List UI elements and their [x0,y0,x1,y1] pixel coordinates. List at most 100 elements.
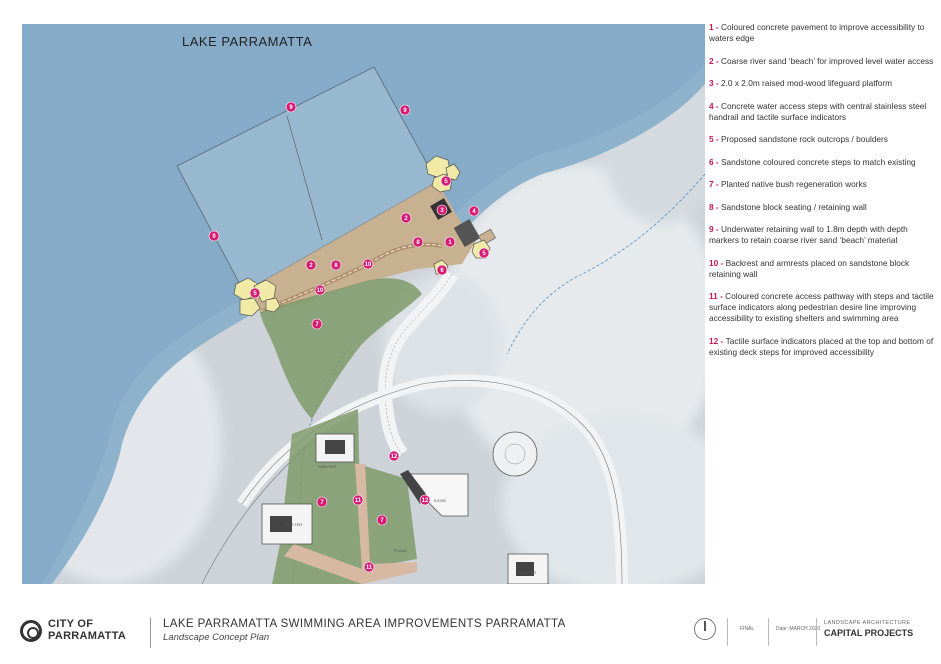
legend-number: 1 [709,22,714,32]
plan-marker-7 [311,318,323,330]
plan-marker-7 [316,496,328,508]
plan-marker-2 [400,212,412,224]
legend-item: 12 - Tactile surface indicators placed a… [709,336,934,358]
legend-separator: - [718,257,726,268]
legend-item: 3 - 2.0 x 2.0m raised mod-wood lifeguard… [709,78,934,89]
plan-marker-11 [363,561,375,573]
lane-line [286,115,323,241]
shelter-south-east-roof [516,562,534,576]
plan-marker-label: 7 [315,322,319,328]
plan-marker-label: 12 [391,454,398,460]
date-label: Date: MARCH 2020 [776,626,821,632]
plan-marker-5 [249,287,261,299]
legend-text: 2.0 x 2.0m raised mod-wood lifeguard pla… [721,78,893,88]
legend-separator: - [713,201,721,212]
legend-text: Coarse river sand ‘beach’ for improved l… [721,55,934,66]
legend-text: Backrest and armrests placed on sandston… [709,257,910,279]
legend-number: 2 [709,55,714,66]
shelter-west-roof [270,516,292,532]
project-subtitle: Landscape Concept Plan [163,632,270,643]
plaza-label: PLAZA [394,548,407,553]
legend-item: 4 - Concrete water access steps with cen… [709,101,934,123]
legend-item: 1 - Coloured concrete pavement to improv… [709,22,934,44]
legend-text: Coloured concrete access pathway with st… [709,291,934,323]
roundabout-inner [504,443,526,465]
plan-marker-label: 7 [320,500,324,506]
legend-number: 6 [709,156,714,167]
plan-marker-label: 11 [355,498,362,504]
plan-marker-label: 2 [309,263,313,269]
shelter-north-label: SHELTER [318,464,336,469]
legend-item: 10 - Backrest and armrests placed on san… [709,258,934,280]
sand-beach [244,182,477,312]
legend-text: Underwater retaining wall to 1.8m depth … [709,224,908,245]
north-arrow-icon [694,618,716,640]
plan-marker-5 [478,247,490,259]
footer-divider-4 [816,618,817,646]
city-logo-text: CITY OF PARRAMATTA [48,618,126,642]
legend-separator: - [713,22,721,32]
legend-separator: - [713,156,721,167]
legend-number: 5 [709,134,714,144]
legend-separator: - [717,291,726,301]
plan-marker-2 [305,259,317,271]
legend-text: Tactile surface indicators placed at the… [709,335,934,357]
legend-text: Sandstone block seating / retaining wall [721,201,867,212]
shoreline-line [506,173,705,355]
coloured-concrete-path [284,464,417,584]
legend-separator: - [718,335,726,346]
legend-item: 5 - Proposed sandstone rock outcrops / b… [709,134,934,145]
plan-marker-label: 6 [440,268,444,274]
city-logo-icon [20,620,42,642]
native-bush-area-north [260,278,422,419]
plan-marker-label: 10 [365,262,372,268]
legend-number: 12 [709,335,719,346]
plan-marker-8 [330,259,342,271]
plan-marker-5 [440,175,452,187]
plan-marker-label: 1 [448,240,452,246]
plan-marker-4 [468,205,480,217]
plan-marker-label: 12 [422,498,429,504]
plan-marker-label: 3 [440,208,444,214]
legend-text: Sandstone coloured concrete steps to mat… [721,156,916,167]
legend-item: 8 - Sandstone block seating / retaining … [709,202,934,213]
legend-text: Coloured concrete pavement to improve ac… [709,22,925,43]
water-access-steps [453,218,481,248]
plan-marker-label: 10 [317,288,324,294]
legend-number: 7 [709,179,714,189]
legend-number: 10 [709,257,719,268]
shelter-south-east-label: SHELTER [518,570,536,575]
legend-item: 11 - Coloured concrete access pathway wi… [709,291,934,324]
legend-separator: - [713,78,721,88]
plan-marker-label: 9 [403,108,407,114]
legend-separator: - [713,224,721,234]
plan-marker-label: 5 [482,251,486,257]
department-label: LANDSCAPE ARCHITECTURE [824,620,911,626]
plan-marker-label: 5 [253,291,257,297]
site-plan-drawing: SHELTER SHELTER SHELTER KIOSK PLAZA [22,24,705,584]
plan-marker-9 [285,101,297,113]
legend-item: 9 - Underwater retaining wall to 1.8m de… [709,224,934,246]
shelter-north-roof [325,440,345,454]
plan-marker-label: 7 [380,518,384,524]
plan-marker-8 [412,236,424,248]
legend-number: 11 [709,291,718,301]
plan-marker-10 [314,284,326,296]
lawn-east [358,464,417,569]
plan-marker-label: 4 [472,209,476,215]
plan-marker-12 [419,494,431,506]
plan-marker-label: 8 [416,240,420,246]
legend-separator: - [713,55,721,66]
plan-marker-12 [388,450,400,462]
legend-number: 4 [709,100,714,111]
legend-text: Proposed sandstone rock outcrops / bould… [721,134,888,144]
footer-divider [150,618,151,648]
legend-text: Planted native bush regeneration works [721,179,867,189]
plan-marker-label: 9 [212,234,216,240]
lake-title: LAKE PARRAMATTA [182,34,313,49]
plan-marker-3 [436,204,448,216]
plan-marker-11 [352,494,364,506]
plan-marker-label: 2 [404,216,408,222]
path-steps [384,273,453,455]
